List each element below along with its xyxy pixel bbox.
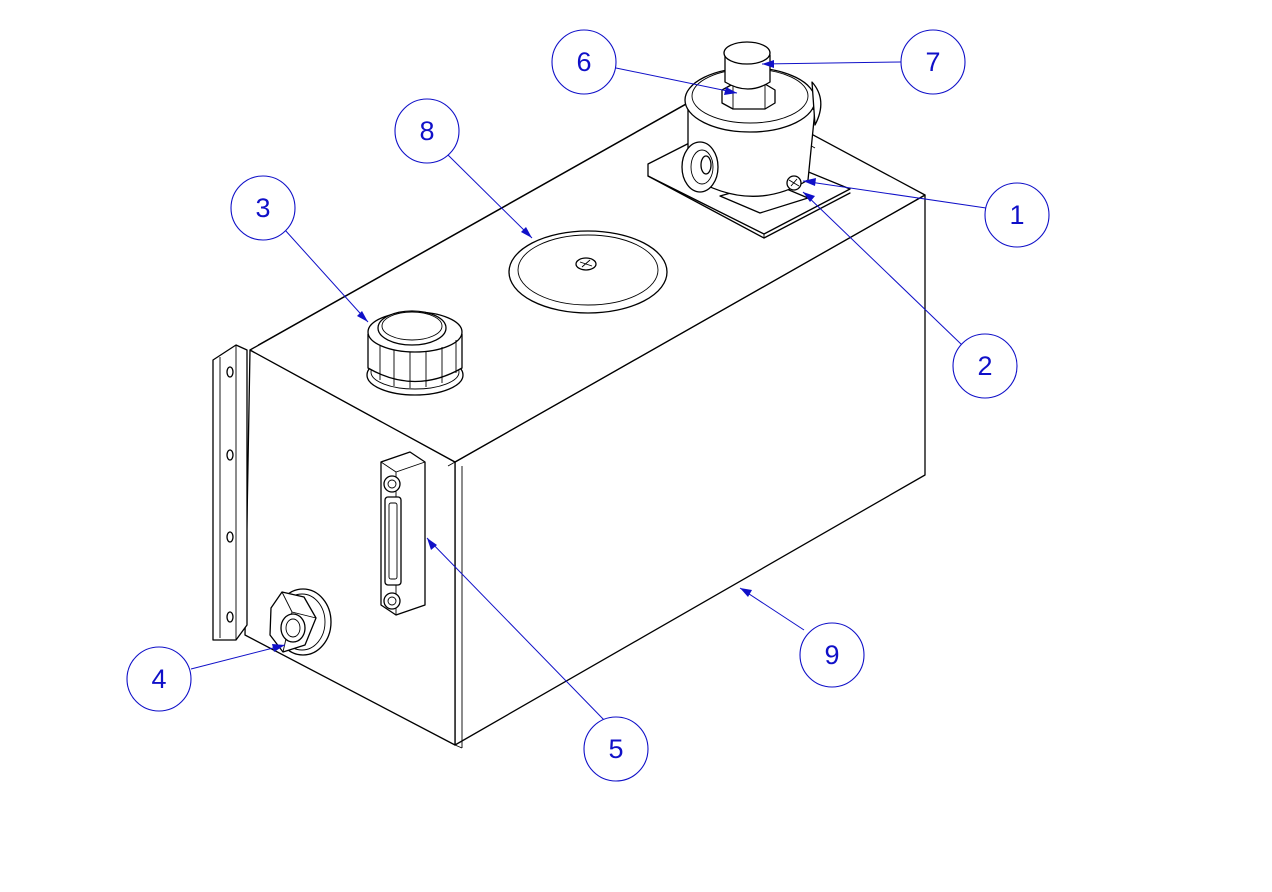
balloon-6: 6	[551, 29, 617, 95]
balloon-label: 6	[576, 47, 591, 77]
balloon-9: 9	[799, 622, 865, 688]
balloon-label: 9	[824, 640, 839, 670]
sight-gauge	[380, 451, 426, 616]
callout-leaders	[190, 60, 987, 723]
balloon-label: 4	[151, 664, 166, 694]
breather-assembly	[647, 41, 851, 239]
balloon-3: 3	[230, 175, 296, 241]
balloon-4: 4	[126, 646, 192, 712]
balloon-label: 7	[925, 47, 940, 77]
balloon-2: 2	[952, 333, 1018, 399]
cover-plate	[508, 230, 668, 314]
balloon-5: 5	[583, 716, 649, 782]
port-fitting	[269, 588, 332, 656]
balloon-label: 1	[1009, 200, 1024, 230]
balloon-8: 8	[394, 98, 460, 164]
balloon-label: 8	[419, 116, 434, 146]
mounting-flange	[212, 344, 248, 641]
balloon-7: 7	[900, 29, 966, 95]
balloon-label: 2	[977, 351, 992, 381]
balloon-label: 3	[255, 193, 270, 223]
balloon-label: 5	[608, 734, 623, 764]
filler-cap	[366, 310, 464, 396]
balloon-1: 1	[984, 182, 1050, 248]
